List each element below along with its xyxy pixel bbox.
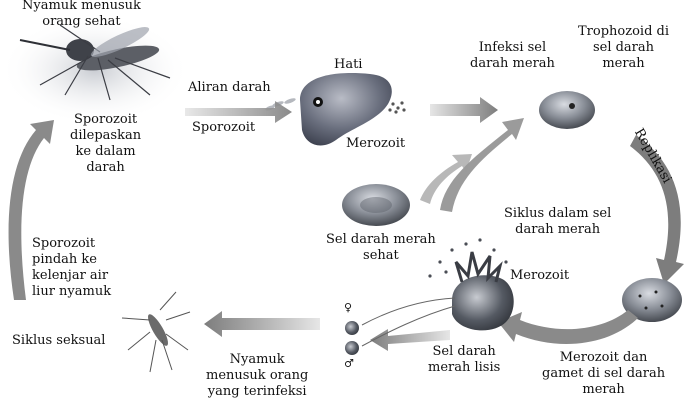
gametes bbox=[345, 297, 456, 355]
arrow-to-mosquito bbox=[204, 311, 320, 337]
arrow-lysis-to-gametes bbox=[370, 329, 450, 351]
label-sexual-cycle: Siklus seksual bbox=[12, 333, 106, 348]
label-bloodstream: Aliran darah bbox=[188, 80, 271, 95]
label-infected-mosquito-bites: Nyamuk menusuk orang yang terinfeksi bbox=[206, 352, 309, 399]
arrow-replication bbox=[630, 135, 684, 284]
arrow-healthy-to-infection bbox=[440, 118, 524, 212]
healthy-rbc bbox=[342, 184, 410, 226]
label-lysed-rbc: Sel darah merah lisis bbox=[428, 344, 501, 375]
mosquito-small bbox=[121, 291, 191, 373]
arrow-left-up bbox=[8, 120, 54, 300]
label-mosquito-bites-healthy: Nyamuk menusuk orang sehat bbox=[22, 0, 141, 29]
liver-illustration bbox=[300, 73, 392, 146]
gamete-rbc bbox=[622, 278, 682, 322]
label-sporozoite-to-gland: Sporozoit pindah ke kelenjar air liur ny… bbox=[32, 236, 112, 299]
arrow-liver-to-rbc bbox=[430, 97, 498, 123]
label-rbc-infection: Infeksi sel darah merah bbox=[470, 40, 555, 71]
mosquito-photo bbox=[0, 15, 190, 125]
label-merozoite-lysis: Merozoit bbox=[510, 268, 570, 283]
merozoite-dots bbox=[388, 101, 406, 114]
label-sporozoite-released: Sporozoit dilepaskan ke dalam darah bbox=[70, 112, 142, 175]
label-healthy-rbc: Sel darah merah sehat bbox=[326, 232, 436, 263]
arrow-to-liver bbox=[185, 101, 292, 123]
female-symbol: ♀ bbox=[344, 301, 353, 314]
label-sporozoite: Sporozoit bbox=[192, 120, 256, 135]
arrow-up-center bbox=[420, 154, 472, 204]
male-symbol: ♂ bbox=[344, 357, 354, 370]
lysed-rbc bbox=[428, 238, 514, 331]
label-merozoite-gamete: Merozoit dan gamet di sel darah merah bbox=[542, 350, 666, 397]
arrow-to-lysis bbox=[498, 310, 638, 344]
infected-rbc bbox=[539, 91, 595, 129]
label-liver: Hati bbox=[334, 57, 363, 72]
label-trophozoite: Trophozoid di sel darah merah bbox=[578, 24, 669, 71]
label-blood-cycle: Siklus dalam sel darah merah bbox=[504, 206, 612, 237]
label-merozoite-liver: Merozoit bbox=[346, 136, 406, 151]
